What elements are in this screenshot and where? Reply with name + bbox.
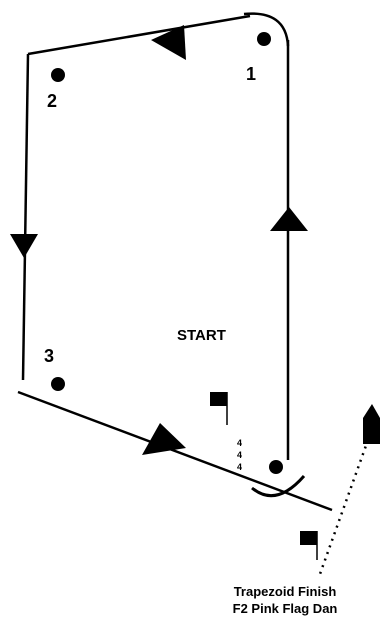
mark-2-buoy	[51, 68, 65, 82]
pin-marker-char: 4	[237, 438, 242, 448]
arrow-down-icon	[10, 234, 38, 258]
caption-line-2: F2 Pink Flag Dan	[232, 601, 338, 616]
leg-mark-1-to-mark-2	[27, 14, 251, 56]
committee-boat-icon	[363, 404, 380, 444]
finish-pin-buoy	[269, 460, 283, 474]
leg-mark-3-to-finish	[17, 390, 333, 512]
start-label: START	[177, 327, 226, 344]
mark-3-buoy	[51, 377, 65, 391]
start-flag-icon	[210, 392, 227, 406]
pin-marker-char: 4	[237, 450, 242, 460]
mark-3-label: 3	[44, 346, 54, 366]
mark-1-label: 1	[246, 64, 256, 84]
finish-rounding-arc	[251, 475, 306, 498]
leg-mark-2-to-mark-3	[21, 53, 30, 381]
finish-caption: Trapezoid Finish F2 Pink Flag Dan	[190, 583, 380, 617]
mark-1-rounding-arc	[243, 12, 290, 47]
pin-marker-stack: 4 4 4	[237, 438, 242, 472]
mark-2-label: 2	[47, 91, 57, 111]
finish-flag-icon	[300, 531, 317, 545]
arrow-right-icon	[142, 423, 186, 455]
finish-line-dotted	[318, 439, 370, 575]
caption-line-1: Trapezoid Finish	[233, 584, 337, 599]
mark-1-buoy	[257, 32, 271, 46]
arrow-up-icon	[270, 207, 308, 231]
arrow-left-icon	[151, 25, 186, 60]
pin-marker-char: 4	[237, 462, 242, 472]
